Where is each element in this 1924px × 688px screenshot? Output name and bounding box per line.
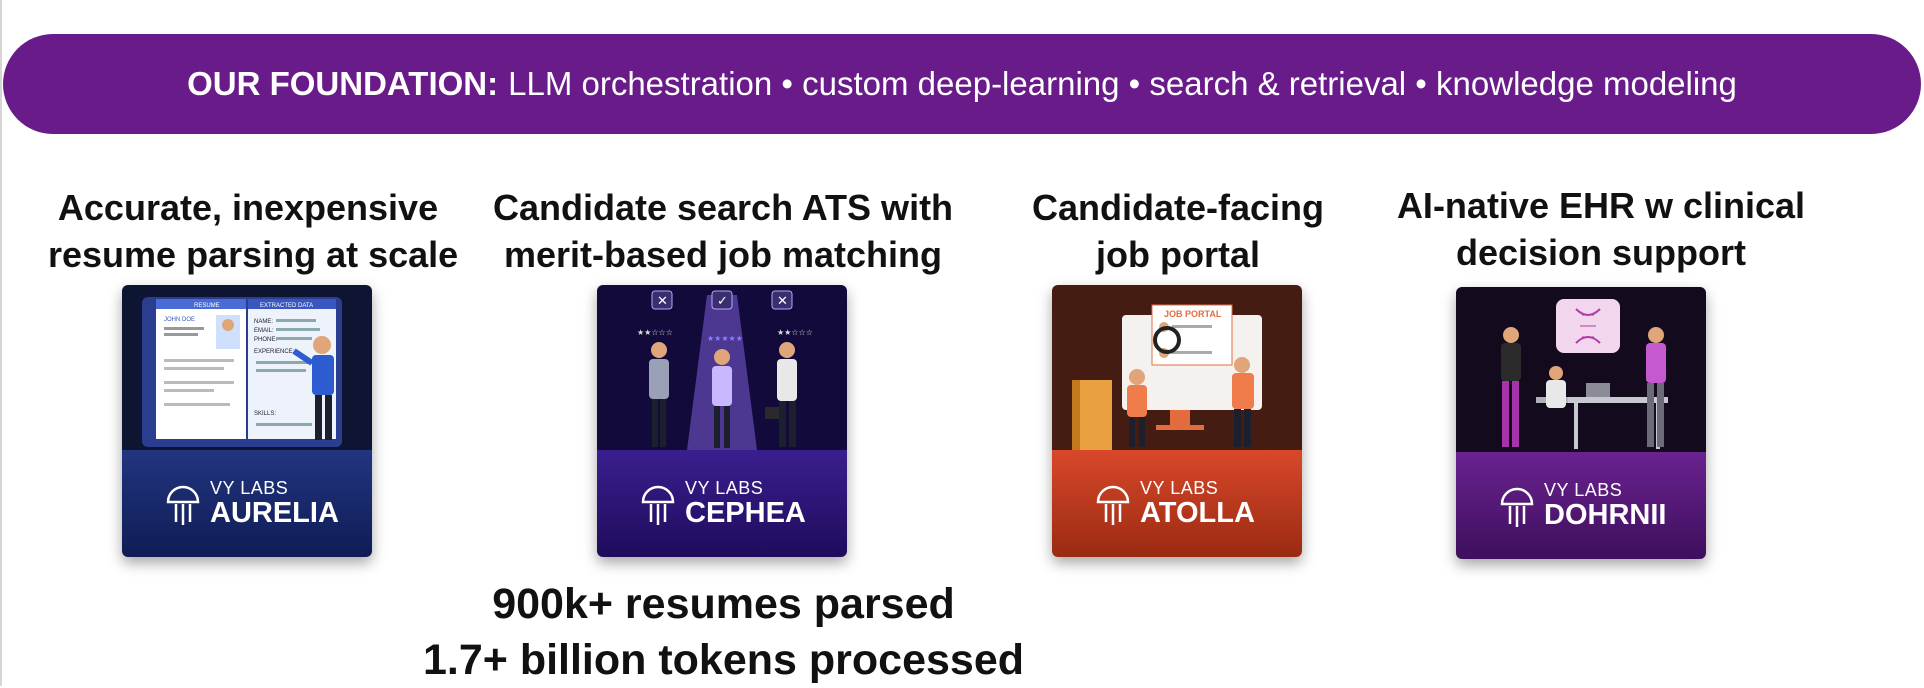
resume-tab-label: RESUME: [194, 303, 220, 309]
jellyfish-logo-icon: [1500, 487, 1534, 527]
aurelia-lab: VY LABS: [210, 478, 289, 498]
stats-tokens: 1.7+ billion tokens processed: [422, 636, 1024, 684]
dohrnii-name: DOHRNII: [1544, 499, 1667, 531]
portal-label: JOB PORTAL: [1164, 309, 1222, 319]
resume-name: JOHN DOE: [164, 317, 195, 323]
dohrnii-lab: VY LABS: [1544, 480, 1623, 500]
dohrnii-plate: VY LABS DOHRNII: [1456, 452, 1706, 559]
svg-text:SKILLS:: SKILLS:: [254, 411, 276, 417]
aurelia-name: AURELIA: [210, 497, 339, 529]
stats-resumes: 900k+ resumes parsed: [492, 580, 955, 628]
banner-lead: OUR FOUNDATION:: [187, 65, 499, 102]
job-portal-illustration: JOB PORTAL: [1052, 285, 1302, 450]
clinical-ehr-illustration: [1456, 287, 1706, 452]
jellyfish-logo-icon: [641, 485, 675, 525]
cephea-card[interactable]: ✕ ✓ ✕ ★★☆☆☆ ★★★★★ ★★☆☆☆ VY LABS CEPHEA: [597, 285, 847, 557]
extracted-tab-label: EXTRACTED DATA: [260, 303, 313, 309]
jellyfish-logo-icon: [166, 485, 200, 525]
svg-text:✕: ✕: [657, 293, 668, 308]
dohrnii-heading: AI-native EHR w clinical decision suppor…: [1396, 185, 1806, 273]
stats-block: 900k+ resumes parsed 1.7+ billion tokens…: [400, 576, 1047, 688]
atolla-lab: VY LABS: [1140, 478, 1219, 498]
atolla-card[interactable]: JOB PORTAL VY LABS ATOLLA: [1052, 285, 1302, 557]
foundation-banner: OUR FOUNDATION: LLM orchestration • cust…: [3, 34, 1921, 134]
svg-text:★★★★★: ★★★★★: [707, 334, 743, 343]
svg-text:PHONE:: PHONE:: [254, 337, 277, 343]
candidate-search-illustration: ✕ ✓ ✕ ★★☆☆☆ ★★★★★ ★★☆☆☆: [597, 285, 847, 450]
svg-text:EXPERIENCE:: EXPERIENCE:: [254, 349, 295, 355]
resume-parsing-illustration: RESUME EXTRACTED DATA JOHN DOE NAME: EMA…: [122, 285, 372, 450]
jellyfish-logo-icon: [1096, 485, 1130, 525]
aurelia-card[interactable]: RESUME EXTRACTED DATA JOHN DOE NAME: EMA…: [122, 285, 372, 557]
svg-text:✕: ✕: [777, 293, 788, 308]
cephea-heading: Candidate search ATS with merit-based jo…: [492, 187, 954, 275]
atolla-name: ATOLLA: [1140, 497, 1255, 529]
svg-text:★★☆☆☆: ★★☆☆☆: [777, 328, 813, 337]
page-border: [0, 0, 2, 686]
cephea-lab: VY LABS: [685, 478, 764, 498]
svg-text:NAME:: NAME:: [254, 319, 273, 325]
svg-text:★★☆☆☆: ★★☆☆☆: [637, 328, 673, 337]
aurelia-plate: VY LABS AURELIA: [122, 450, 372, 557]
atolla-plate: VY LABS ATOLLA: [1052, 450, 1302, 557]
atolla-heading: Candidate-facing job portal: [1031, 187, 1325, 275]
cephea-name: CEPHEA: [685, 497, 806, 529]
dohrnii-card[interactable]: VY LABS DOHRNII: [1456, 287, 1706, 559]
svg-text:EMAIL:: EMAIL:: [254, 328, 274, 334]
banner-text: LLM orchestration • custom deep-learning…: [508, 65, 1737, 102]
aurelia-heading: Accurate, inexpensive resume parsing at …: [48, 187, 459, 275]
svg-text:✓: ✓: [717, 294, 728, 309]
cephea-plate: VY LABS CEPHEA: [597, 450, 847, 557]
